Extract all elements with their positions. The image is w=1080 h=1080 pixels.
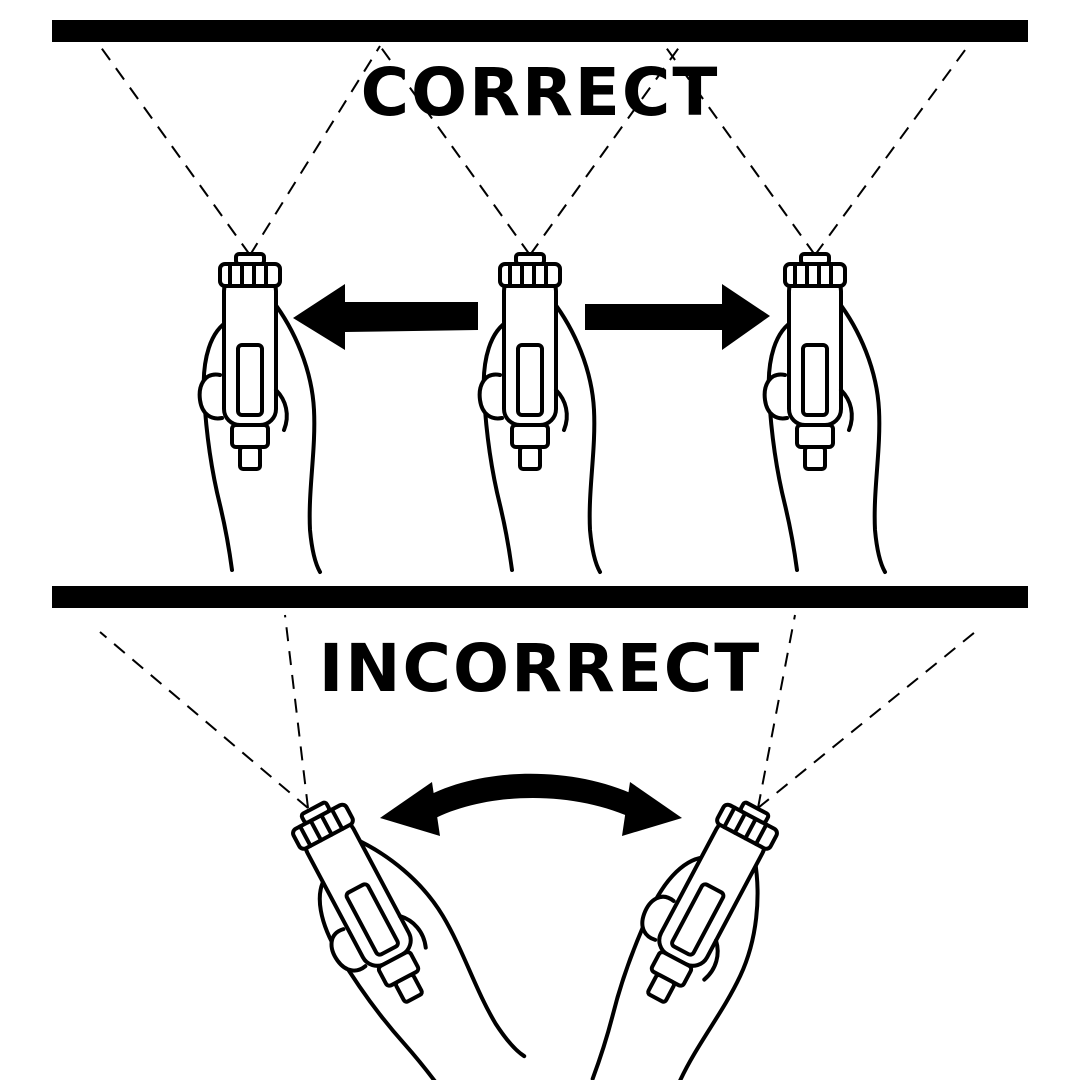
correct-spray-cones [99,45,969,256]
top-divider-bar [52,20,1028,42]
curved-double-arrow-icon [380,773,682,836]
hand-held-sprayer-icon [762,252,887,574]
middle-divider-bar [52,586,1028,608]
incorrect-label: INCORRECT [318,630,762,707]
arrow-left-icon [293,284,478,350]
correct-label: CORRECT [360,54,720,131]
hand-held-sprayer-icon [477,252,602,574]
hand-held-sprayer-tilted-icon [563,785,819,1080]
hand-held-sprayer-icon [197,252,322,574]
incorrect-spray-cones [99,614,981,809]
arrow-right-icon [585,284,770,350]
